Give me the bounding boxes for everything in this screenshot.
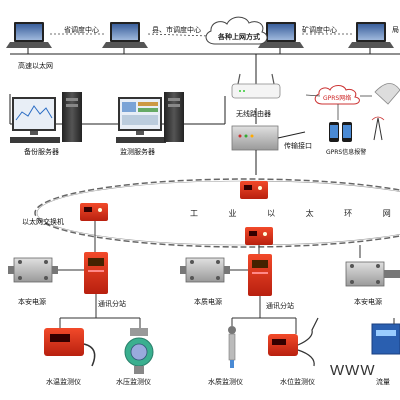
laptop-bureau-icon	[348, 22, 394, 48]
gprs-alarm-label: GPRS信息报警	[326, 149, 367, 156]
water-level-sensor-icon	[268, 317, 319, 367]
backbone-label: 高速以太网	[18, 62, 53, 70]
laptop-mine-icon	[258, 22, 304, 48]
station-mid-label: 通讯分站	[266, 302, 294, 310]
mine-center-label: 矿调度中心	[302, 26, 337, 34]
gprs-network-label: GPRS网络	[323, 95, 352, 102]
water-pressure-sensor-icon	[124, 328, 154, 374]
ring-switch-bottom-icon	[245, 227, 273, 245]
backup-server-icon	[10, 92, 82, 143]
satellite-dish-icon	[374, 83, 400, 105]
wireless-router-icon	[231, 73, 281, 99]
laptop-provincial-icon	[6, 22, 52, 48]
monitor-server-label: 监测服务器	[120, 148, 155, 156]
bureau-center-label: 局	[392, 26, 399, 34]
ring-switch-top-icon	[240, 181, 268, 199]
power-supply-left-icon	[8, 257, 58, 283]
county-city-center-label: 县、市调度中心	[152, 26, 201, 34]
antenna-tower-icon	[371, 116, 385, 141]
power-supply-right-icon	[345, 261, 400, 287]
station-left-label: 通讯分站	[98, 300, 126, 308]
water-temp-label: 水温监测仪	[46, 378, 81, 386]
watermark: WWW	[330, 362, 376, 379]
water-quality-label: 水质监测仪	[208, 378, 243, 386]
power-right-label: 本安电源	[354, 298, 382, 306]
flow-meter-icon	[371, 318, 400, 355]
laptop-city-icon	[102, 22, 148, 48]
backup-server-label: 备份服务器	[24, 148, 59, 156]
comm-station-mid-icon	[248, 254, 272, 296]
cloud-label: 各种上网方式	[218, 33, 260, 41]
ring-network-label: 工 业 以 太 环 网	[190, 209, 400, 218]
flow-meter-label: 流量	[376, 378, 390, 386]
water-pressure-label: 水压监测仪	[116, 378, 151, 386]
water-level-label: 水位监测仪	[280, 378, 315, 386]
provincial-center-label: 省调度中心	[64, 26, 99, 34]
power-supply-mid-icon	[180, 257, 230, 283]
power-left-label: 本安电源	[18, 298, 46, 306]
monitoring-server-icon	[116, 92, 184, 143]
wireless-router-label: 无线路由器	[236, 110, 271, 118]
ethernet-switch-icon	[80, 203, 108, 221]
transfer-port-label: 传输接口	[284, 142, 312, 150]
internet-cloud-icon	[205, 16, 268, 45]
comm-station-left-icon	[84, 252, 108, 294]
water-quality-sensor-icon	[228, 326, 236, 368]
mobile-phone-icon	[329, 122, 352, 142]
power-mid-label: 本质电源	[194, 298, 222, 306]
gprs-network-cloud-icon	[314, 85, 360, 105]
water-temp-sensor-icon	[44, 328, 96, 367]
ethernet-switch-label: 以太网交换机	[22, 218, 64, 226]
transfer-port-device-icon	[231, 125, 279, 151]
